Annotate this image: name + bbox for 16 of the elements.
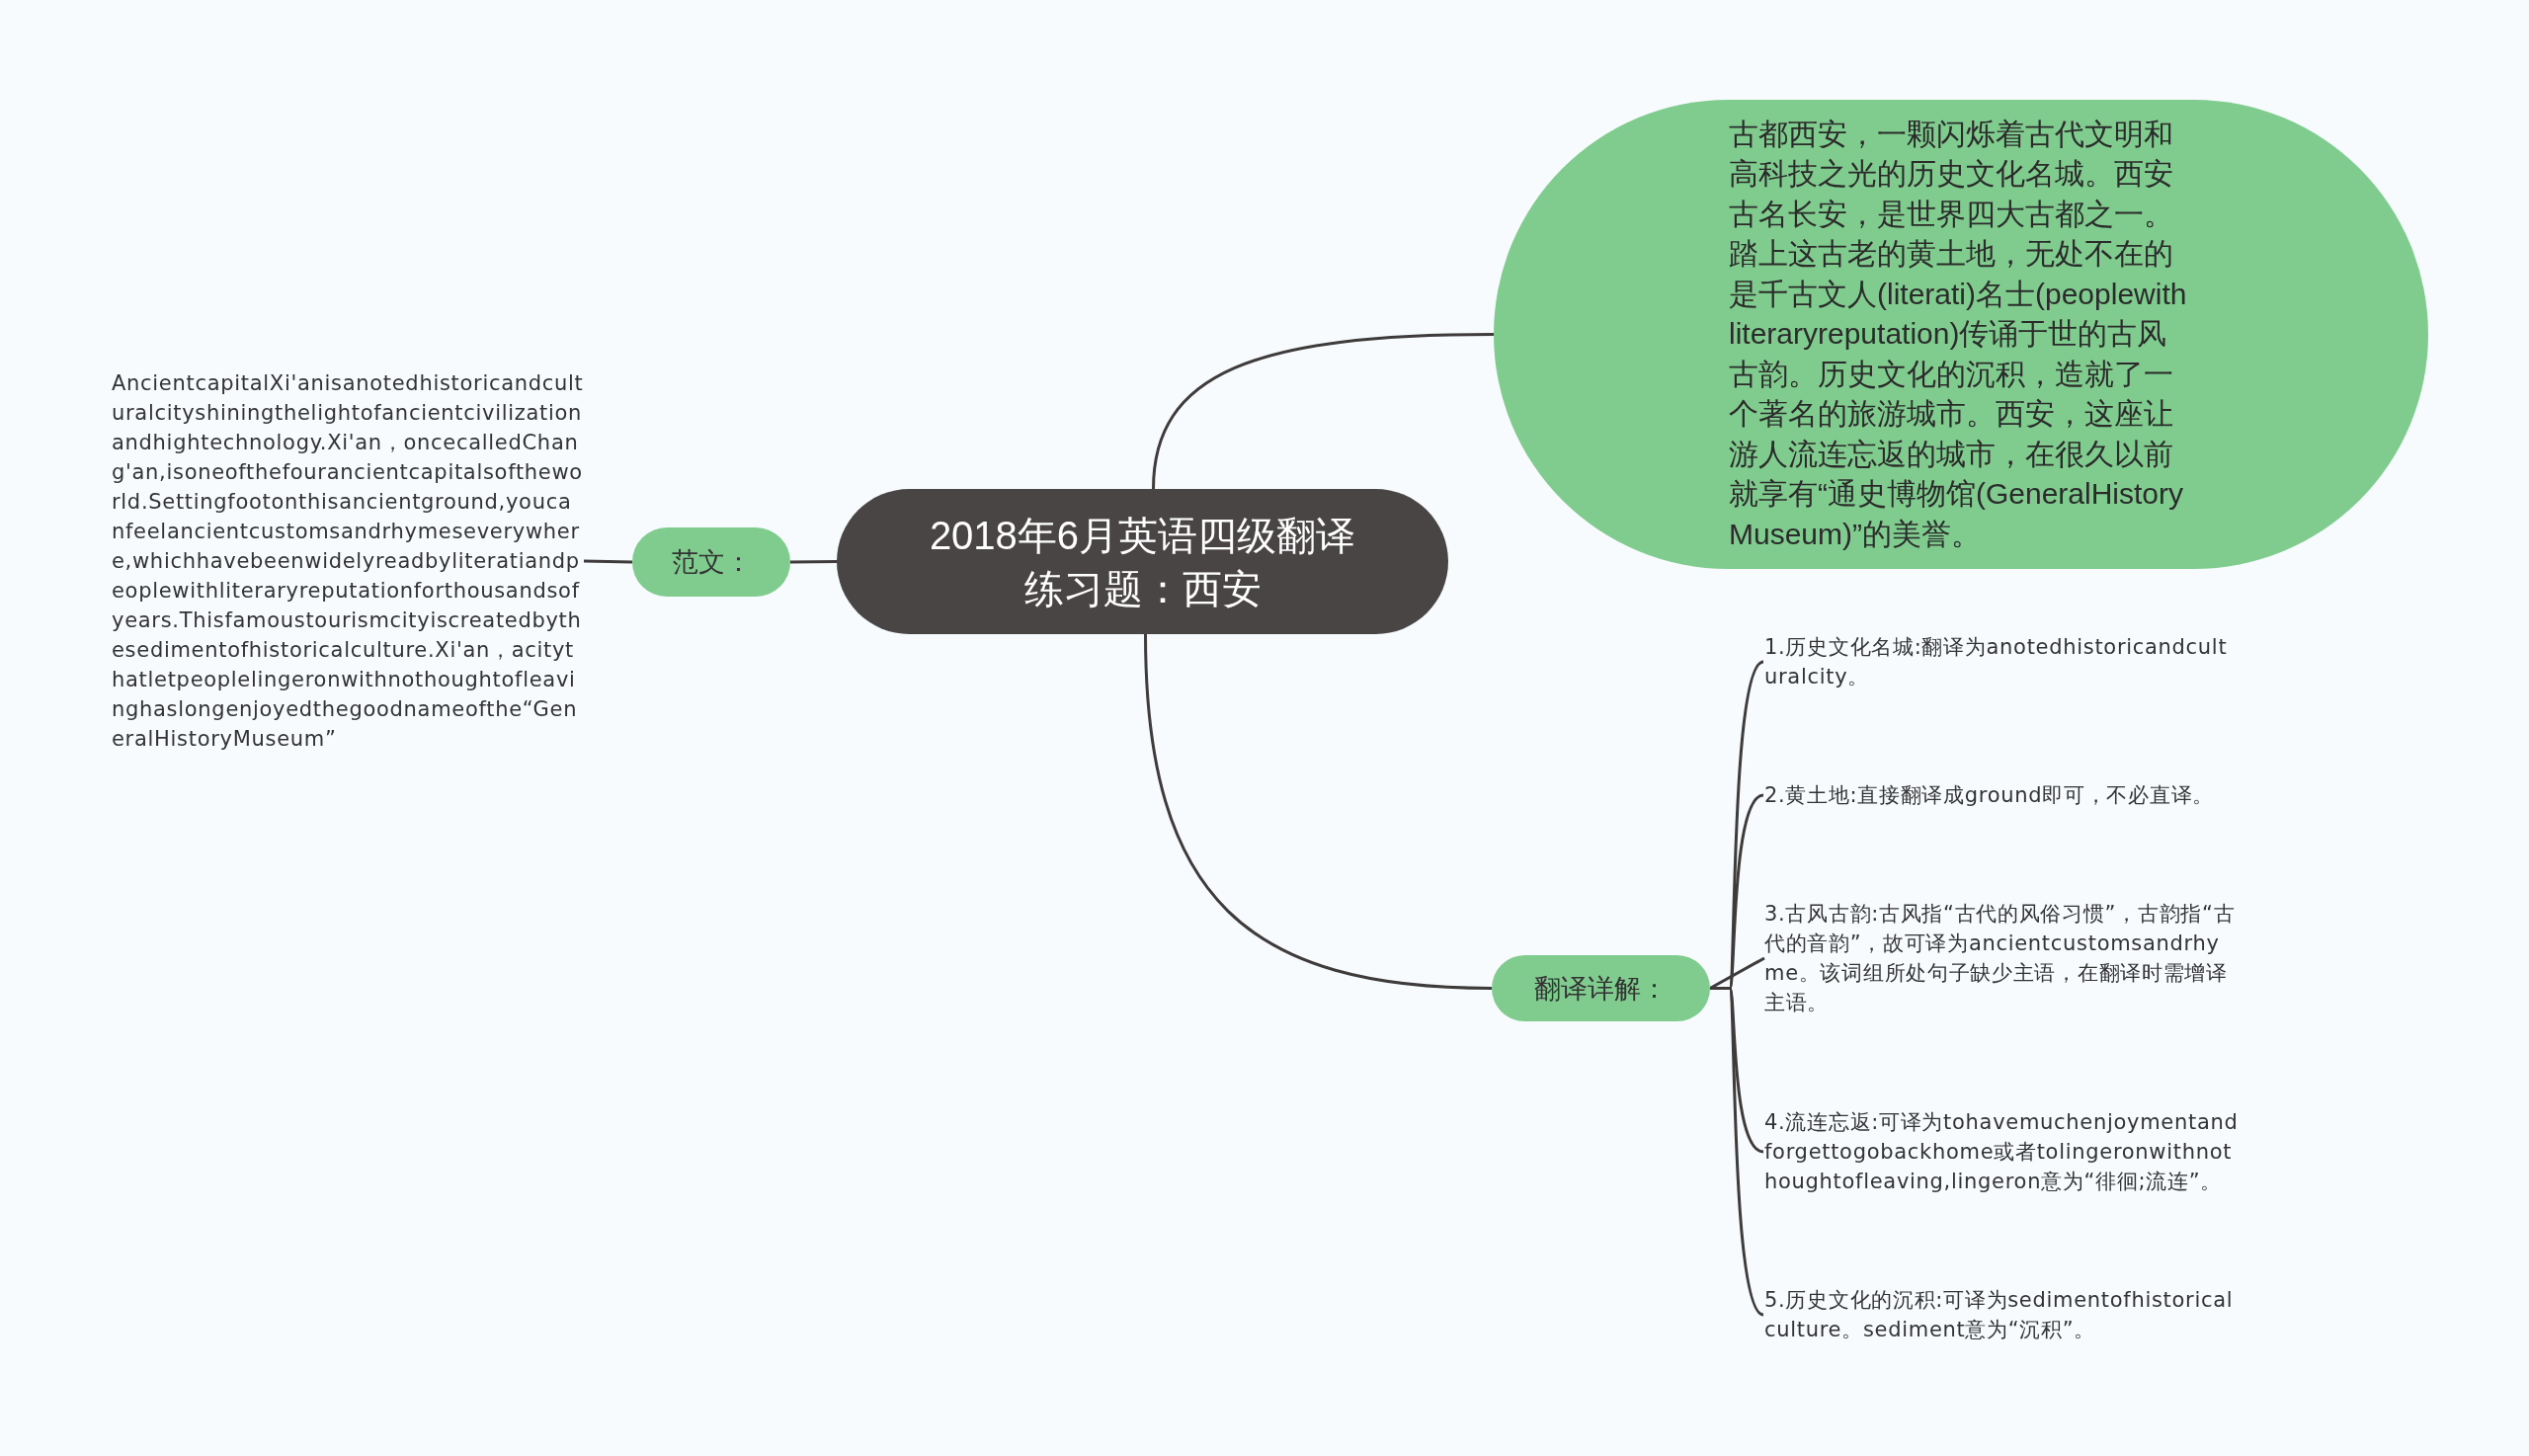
note-text: 1.历史文化名城:翻译为anotedhistoricandculturalcity。 <box>1764 632 2239 691</box>
note-text: 2.黄土地:直接翻译成ground即可，不必直译。 <box>1764 780 2239 810</box>
note-text: 5.历史文化的沉积:可译为sedimentofhistoricalculture。sediment意为“沉积”。 <box>1764 1285 2239 1344</box>
connector-line <box>1144 633 1493 990</box>
connector-line <box>1152 333 1495 490</box>
note-text: 3.古风古韵:古风指“古代的风俗习惯”，古韵指“古代的音韵”，故可译为ancientcustomsandrhyme。该词组所处句子缺少主语，在翻译时需增译主语。 <box>1764 899 2239 1017</box>
connector-line <box>583 559 633 564</box>
branch-label: 范文： <box>671 546 752 579</box>
note-text: 4.流连忘返:可译为tohavemuchenjoymentandforgettogobackhome或者tolingeronwithnothoughtofleaving,lingeron意为“徘徊;流连”。 <box>1764 1107 2239 1196</box>
connector-line <box>1710 987 1764 1317</box>
connector-line <box>790 560 837 564</box>
topic-title: 2018年6月英语四级翻译练习题：西安 <box>928 512 1357 612</box>
connector-line <box>1709 956 1765 990</box>
branch-label: 翻译详解： <box>1534 972 1668 1006</box>
passage-text: 古都西安，一颗闪烁着古代文明和高科技之光的历史文化名城。西安古名长安，是世界四大古都之一。踏上这古老的黄土地，无处不在的是千古文人(literati)名士(peoplewithliteraryreputation)传诵于世的古风古韵。历史文化的沉积，造就了一个著名的旅游城市。西安，这座让游人流连忘返的城市，在很久以前就享有“通史博物馆(GeneralHistoryMuseum)”的美誉。 <box>1729 116 2188 552</box>
english-passage-text: AncientcapitalXi'anisanotedhistoricandculturalcityshiningthelightofancientcivilizationandhightechnology.Xi'an，oncecalledChang'an,isoneofthefourancientcapitalsoftheworld.Settingfootonthisancientground,youcanfeelancientcustomsandrhymeseverywhere,whichhavebeenwidelyreadbyliteratiandpeoplewithliteraryreputationforthousandsofyears.Thisfamoustourismcityiscreatedbythesedimentofhistoricalculture.Xi'an，acitythatletpeoplelingeronwithnothoughtofleavinghaslongenjoyedthegoodnameofthe“GeneralHistoryMuseum” <box>112 368 584 754</box>
